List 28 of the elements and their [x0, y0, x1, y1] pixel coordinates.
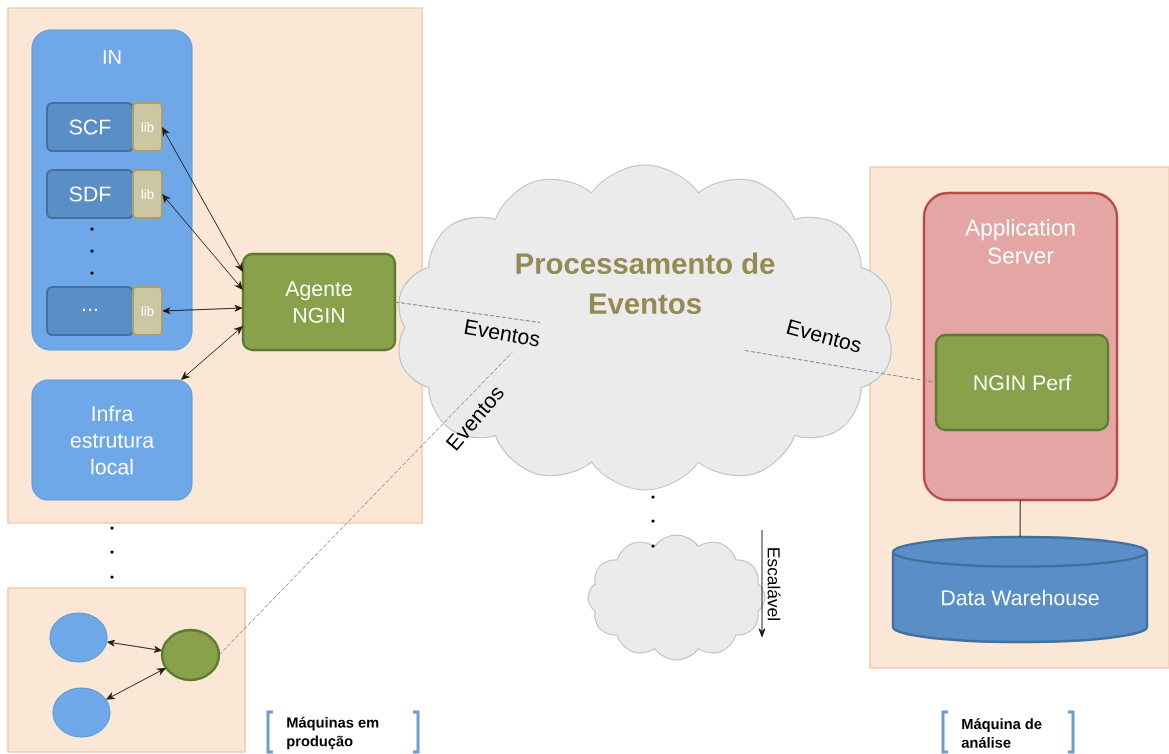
connector — [744, 350, 937, 383]
database-cylinder: Data Warehouse — [891, 535, 1149, 644]
arrow — [106, 668, 166, 700]
arrow — [162, 127, 243, 272]
process-box: ... — [46, 286, 134, 336]
arrow — [107, 639, 162, 653]
cloud — [587, 534, 766, 661]
arrow — [162, 194, 243, 290]
ellipse-node — [49, 612, 108, 663]
ellipse-node — [160, 628, 221, 682]
ellipse-node — [52, 687, 111, 738]
connector — [1019, 499, 1021, 538]
arrow — [162, 304, 243, 315]
arrow — [181, 326, 243, 380]
edge-label: Eventos — [786, 319, 861, 353]
connector — [394, 301, 541, 323]
rounded-box: Infra estrutura local — [31, 379, 193, 501]
process-box: SCF — [46, 102, 134, 152]
library-box: lib — [132, 169, 163, 219]
process-box: NGIN Perf — [934, 333, 1110, 432]
caption-label: Máquina de análise — [961, 718, 1042, 748]
connector — [218, 352, 513, 656]
agent-box: Agente NGIN — [241, 252, 397, 352]
edge-label: Eventos — [464, 319, 540, 347]
caption-label: Máquinas em produção — [287, 716, 379, 750]
process-box: SDF — [46, 169, 134, 219]
library-box: lib — [132, 102, 163, 152]
library-box: lib — [132, 286, 163, 336]
